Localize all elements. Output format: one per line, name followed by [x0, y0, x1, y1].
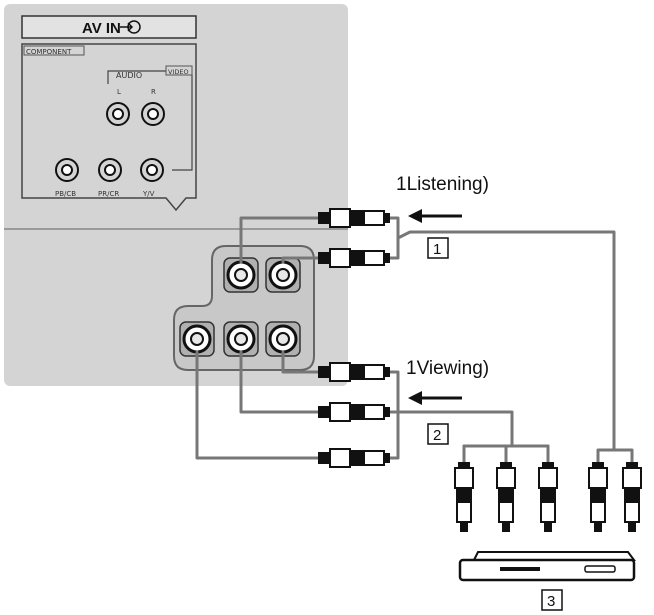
- cable-pb-upper: [239, 350, 320, 414]
- jack-pr: [98, 158, 122, 182]
- callout-3: 3: [541, 589, 563, 611]
- plug-video-y: [318, 362, 390, 382]
- video-tag: VIDEO: [168, 68, 189, 76]
- listening-label: 1Listening): [396, 174, 489, 195]
- jack-pb: [55, 158, 79, 182]
- cable-audio-branch-r: [612, 448, 634, 464]
- jack-y: [140, 158, 164, 182]
- cluster-jack-audio-r: [265, 257, 301, 293]
- cluster-jack-y: [265, 321, 301, 357]
- cable-audio-l-upper: [239, 216, 320, 264]
- plug-player-audio-l: [588, 462, 608, 532]
- jack-pr-label: PR/CR: [98, 190, 119, 198]
- component-tag: COMPONENT: [26, 48, 72, 56]
- av-player-device: [458, 551, 636, 582]
- audio-bracket: [107, 70, 166, 84]
- svg-text:3: 3: [547, 593, 555, 610]
- jack-y-label: Y/V: [142, 190, 155, 198]
- callout-1: 1: [427, 237, 449, 259]
- jack-audio-right: [141, 102, 165, 126]
- plug-player-audio-r: [622, 462, 642, 532]
- plug-player-video-1: [454, 462, 474, 532]
- video-bracket: [172, 75, 193, 171]
- av-in-header-box: [21, 15, 197, 39]
- plug-player-video-2: [496, 462, 516, 532]
- input-arrow-icon: [120, 20, 141, 34]
- cluster-jack-audio-l: [223, 257, 259, 293]
- cable-y-upper: [281, 350, 320, 374]
- cluster-jack-pr: [179, 321, 215, 357]
- cable-audio-r-upper: [281, 256, 320, 264]
- plug-video-pr: [318, 448, 390, 468]
- callout-2: 2: [427, 423, 449, 445]
- audio-label: AUDIO: [116, 71, 142, 80]
- cable-video-trio-join: [388, 370, 400, 460]
- jack-r-label: R: [151, 88, 156, 96]
- jack-l-label: L: [117, 88, 121, 96]
- cable-video-to-player: [388, 410, 514, 448]
- cable-audio-branch-l: [596, 448, 616, 464]
- video-tag-box: [165, 65, 193, 76]
- av-in-label: AV IN: [82, 20, 121, 37]
- svg-text:2: 2: [433, 427, 441, 444]
- component-tag-box: [23, 45, 85, 56]
- arrow-left-icon: [408, 209, 462, 223]
- plug-audio-l: [318, 208, 390, 228]
- cable-pr-upper: [195, 350, 320, 460]
- cable-audio-to-player: [396, 230, 616, 452]
- jack-audio-left: [106, 102, 130, 126]
- cables: [195, 216, 634, 464]
- plug-video-pb: [318, 402, 390, 422]
- jack-pb-label: PB/CB: [55, 190, 76, 198]
- plug-player-video-3: [538, 462, 558, 532]
- viewing-label: 1Viewing): [406, 358, 489, 379]
- component-bracket: [21, 43, 197, 212]
- svg-text:1: 1: [433, 241, 441, 258]
- arrow-left-icon: [408, 391, 462, 405]
- plug-audio-r: [318, 248, 390, 268]
